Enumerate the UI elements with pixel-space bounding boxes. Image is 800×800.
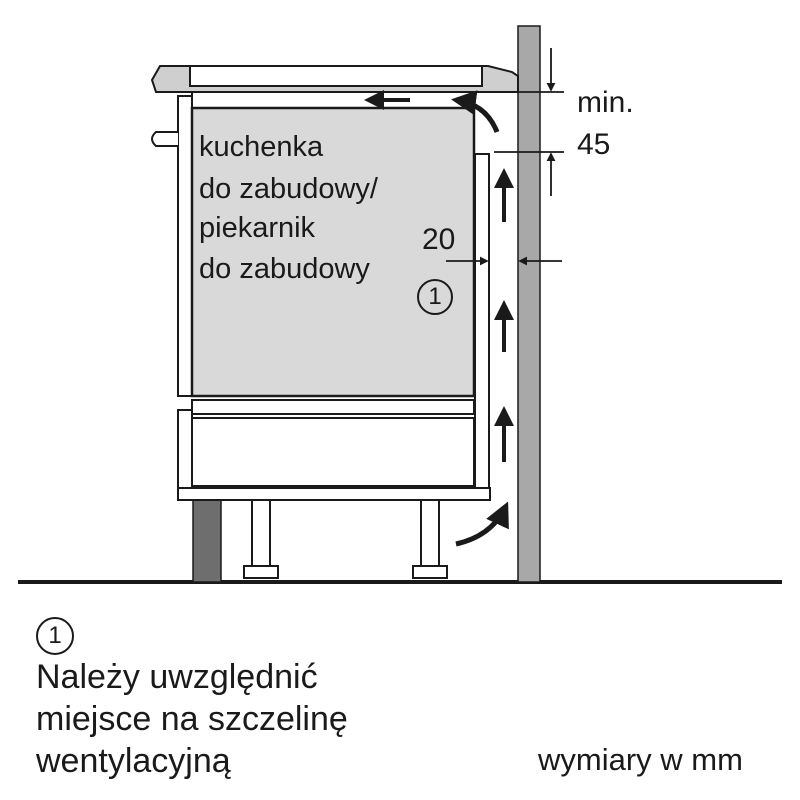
dimension-min-value: 45: [577, 128, 611, 161]
dimension-min-45: [494, 48, 564, 196]
oven-handle: [151, 131, 178, 147]
back-wall: [517, 25, 541, 583]
callout-number: 1: [428, 283, 442, 310]
curved-arrow-icon: [451, 90, 500, 133]
appliance-label-line-1: kuchenka: [199, 131, 324, 163]
legend-line-3: wentylacyjną: [36, 742, 231, 780]
callout-marker: 1: [417, 279, 453, 315]
cabinet-leg: [243, 499, 279, 579]
appliance-label-line-2: do zabudowy/: [199, 173, 378, 205]
appliance-label-line-3: piekarnik: [199, 212, 316, 244]
built-in-appliance: [190, 106, 476, 398]
appliance-label-line-4: do zabudowy: [199, 253, 370, 285]
legend-line-2: miejsce na szczelinę: [36, 700, 348, 738]
worktop-hob: [150, 65, 519, 93]
legend-marker: 1: [36, 617, 74, 655]
drawer: [191, 399, 475, 487]
dimension-gap-value: 20: [422, 223, 456, 256]
units-note: wymiary w mm: [538, 742, 743, 777]
cabinet-leg: [412, 499, 448, 579]
plinth-panel: [192, 499, 222, 583]
legend-line-1: Należy uwzględnić: [36, 658, 318, 696]
curved-arrow-icon: [455, 501, 509, 547]
legend-number: 1: [48, 622, 62, 649]
cabinet-frame: [177, 92, 491, 501]
dimension-min-label: min.: [577, 86, 634, 119]
